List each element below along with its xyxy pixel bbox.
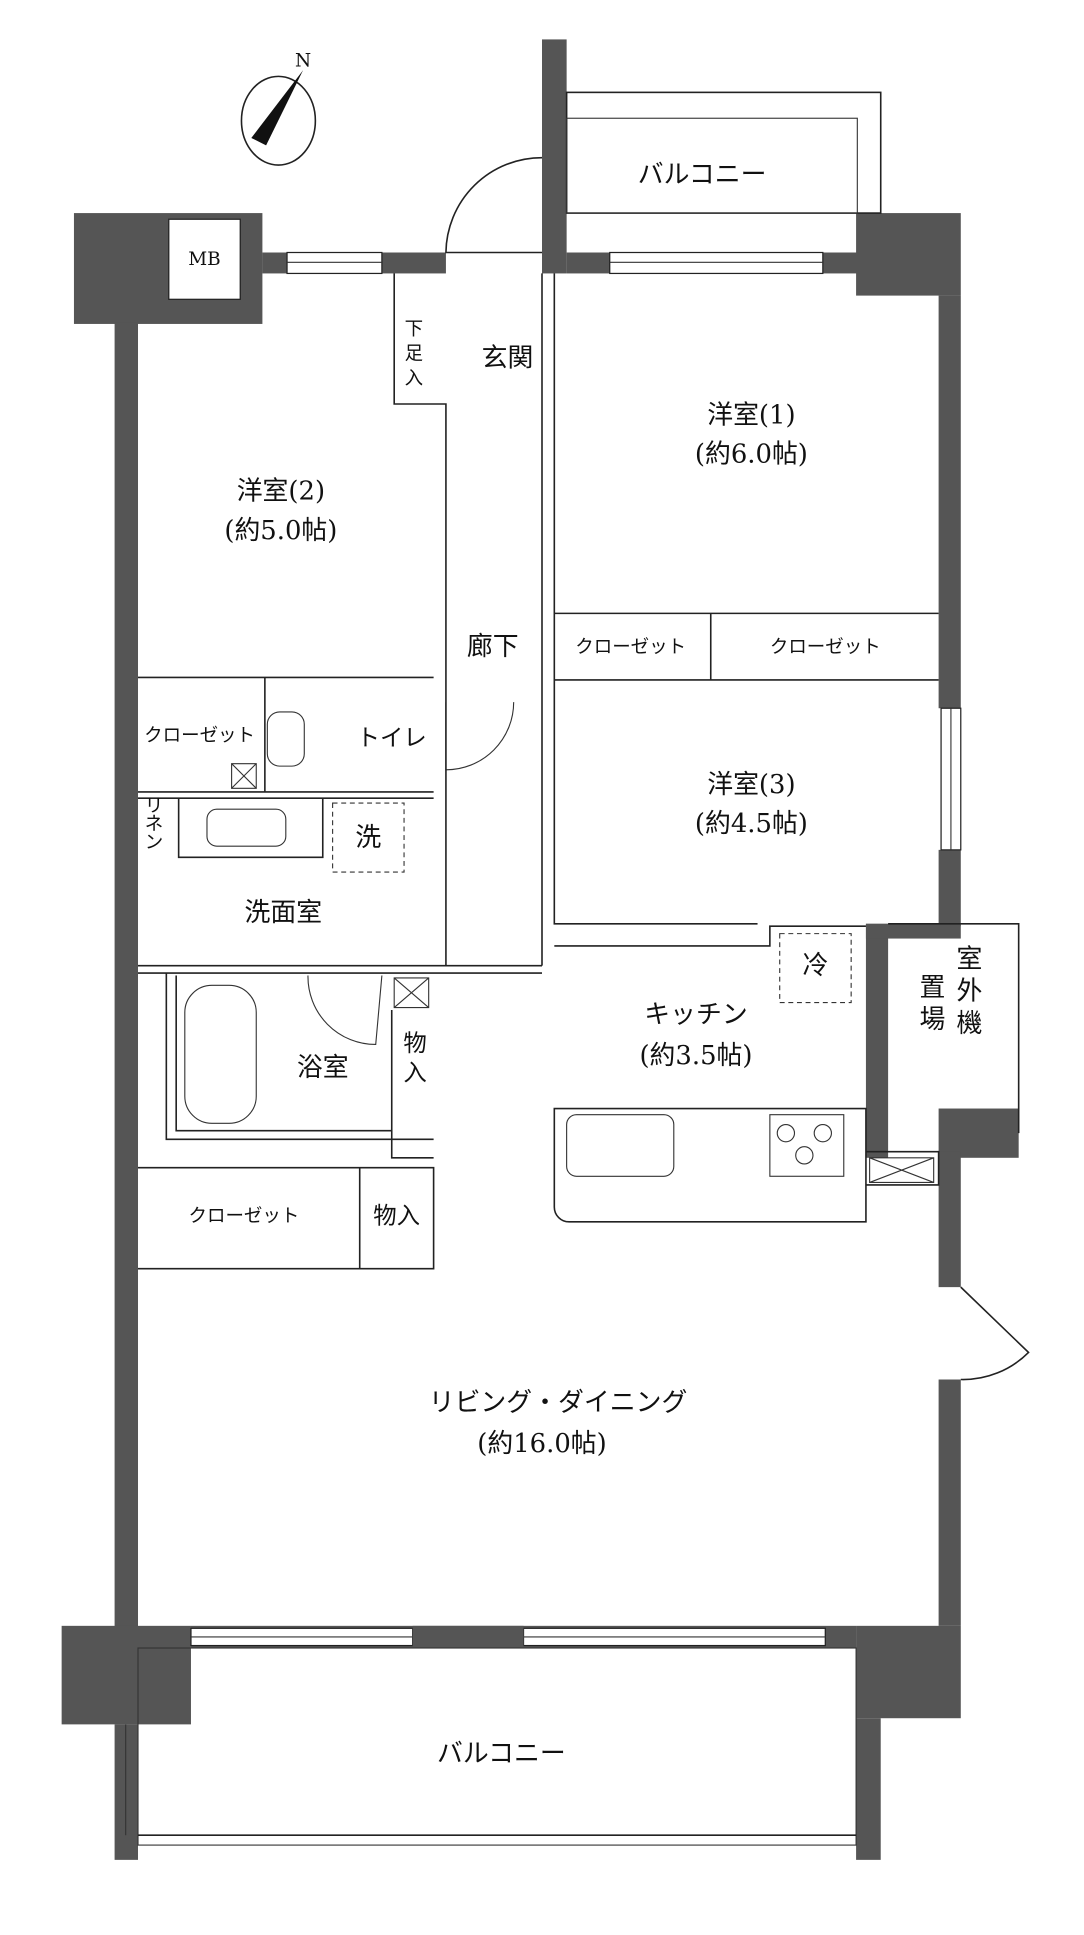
linen-label: ン <box>145 833 163 854</box>
storage1-label: 物 <box>403 1029 426 1057</box>
closet-left-label: クローゼット <box>144 726 255 747</box>
kitchen-name: キッチン <box>644 1000 747 1030</box>
outdoor-unit-label: 置 <box>920 973 946 1003</box>
fixtures <box>184 711 935 1183</box>
washer-label: 洗 <box>355 823 381 853</box>
balcony-top-label: バルコニー <box>638 160 767 190</box>
partitions <box>138 273 1020 1270</box>
balcony-top <box>565 91 882 214</box>
shoe-storage-label: 下 <box>405 319 423 340</box>
toilet-door[interactable] <box>445 702 515 771</box>
living-side-door[interactable] <box>960 1286 1030 1381</box>
compass-label: N <box>295 51 311 72</box>
closet-r2-label: クローゼット <box>770 637 881 658</box>
compass-icon: N <box>240 51 317 166</box>
linen-label: リ <box>145 796 163 817</box>
toilet-label: トイレ <box>357 724 427 752</box>
storage1-label: 入 <box>403 1059 426 1087</box>
balcony-bottom-label: バルコニー <box>437 1739 566 1769</box>
storage2-label: 物入 <box>373 1201 420 1229</box>
walls <box>61 39 1019 1860</box>
windows <box>190 251 962 1649</box>
western3-size: (約4.5帖) <box>695 809 808 839</box>
western1-size: (約6.0帖) <box>695 440 808 470</box>
western2-name: 洋室(2) <box>237 477 325 507</box>
outdoor-unit-label: 外 <box>956 977 982 1007</box>
mb-label: MB <box>188 249 220 270</box>
outdoor-unit-label: 場 <box>920 1005 946 1035</box>
outdoor-unit-label: 室 <box>956 945 982 975</box>
washroom-label: 洗面室 <box>245 898 323 928</box>
western3-name: 洋室(3) <box>707 770 795 800</box>
bath-door[interactable] <box>307 975 383 1046</box>
entrance-label: 玄関 <box>482 344 534 374</box>
outdoor-unit-label: 機 <box>956 1009 982 1039</box>
balcony-bottom <box>137 1647 857 1846</box>
linen-label: ネ <box>145 814 163 835</box>
living-size: (約16.0帖) <box>477 1429 606 1459</box>
living-name: リビング・ダイニング <box>429 1388 688 1418</box>
western1-name: 洋室(1) <box>707 400 795 430</box>
shoe-storage-label: 入 <box>405 368 423 389</box>
closet-r1-label: クローゼット <box>575 637 686 658</box>
closet-bottom-label: クローゼット <box>189 1206 300 1227</box>
kitchen-size: (約3.5帖) <box>639 1041 752 1071</box>
entrance-door[interactable] <box>445 156 543 254</box>
shoe-storage-label: 足 <box>405 344 423 365</box>
fridge-label: 冷 <box>803 951 829 981</box>
bathroom-label: 浴室 <box>297 1053 349 1083</box>
western2-size: (約5.0帖) <box>224 516 337 546</box>
hallway-label: 廊下 <box>467 632 519 662</box>
